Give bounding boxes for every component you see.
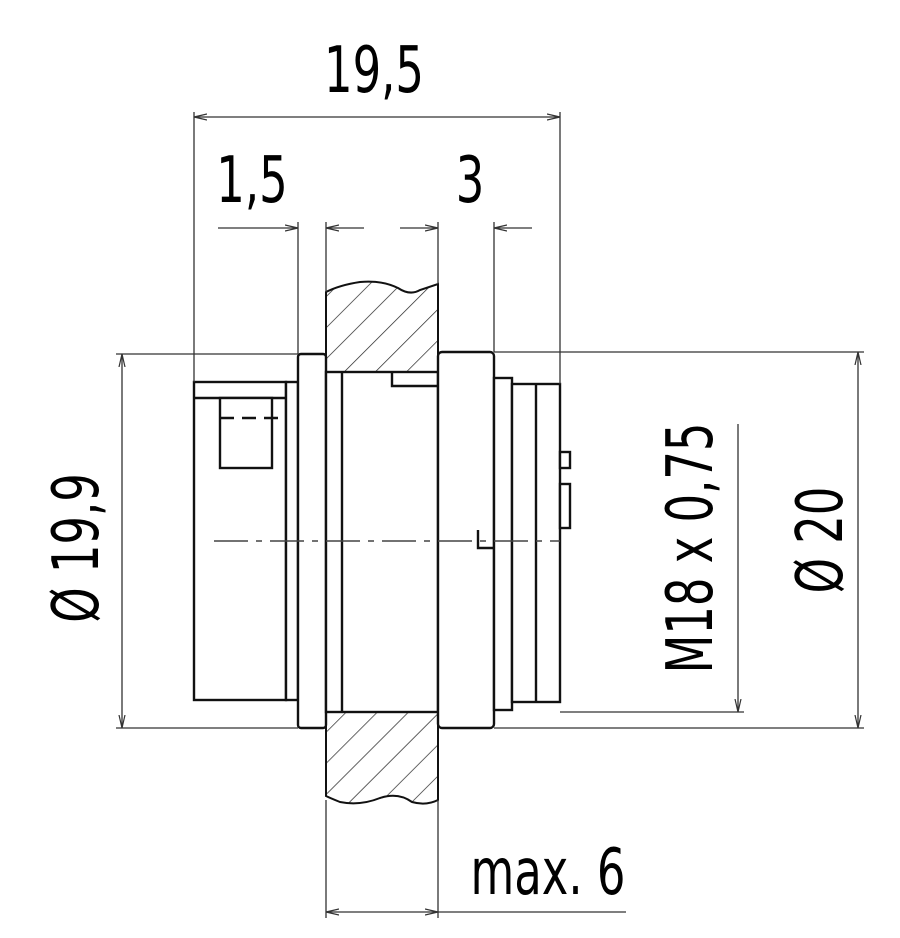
dim-thread: M18 x 0,75 <box>653 423 728 674</box>
dim-overall-length: 19,5 <box>324 33 424 108</box>
dim-panel-thickness: max. 6 <box>471 835 626 910</box>
dim-nut-diameter: Ø 20 <box>783 487 858 594</box>
panel-section-lower <box>325 711 439 805</box>
dimension-lines <box>116 112 864 918</box>
panel-section-upper <box>325 280 439 373</box>
dim-nut-thickness: 3 <box>456 143 485 218</box>
connector-body <box>192 350 572 730</box>
dim-flange-thickness: 1,5 <box>216 143 287 218</box>
dim-body-diameter: Ø 19,9 <box>39 473 114 623</box>
